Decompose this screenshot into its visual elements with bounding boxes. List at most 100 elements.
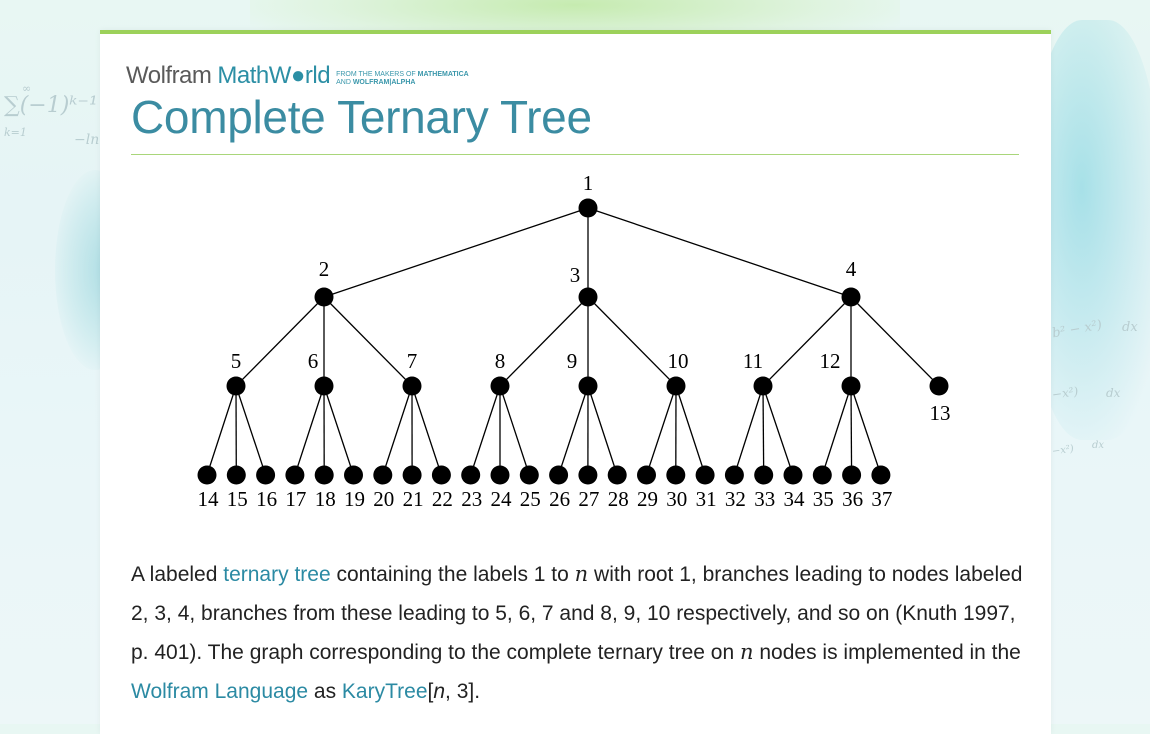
tree-node-21 [403,466,422,485]
tree-node-label-15: 15 [227,487,248,511]
link-wolfram-language[interactable]: Wolfram Language [131,680,308,703]
tree-node-37 [871,466,890,485]
tree-node-label-23: 23 [461,487,482,511]
tree-node-17 [285,466,304,485]
tree-node-19 [344,466,363,485]
link-ternary-tree[interactable]: ternary tree [223,563,330,586]
tree-node-2 [315,288,334,307]
background-formula-right-2: dx [1122,320,1138,335]
background-formula-right-4: dx [1106,386,1120,400]
tree-edge-4-13 [851,297,939,386]
tree-edge-8-23 [471,386,500,475]
link-karytree[interactable]: KaryTree [342,680,428,703]
tree-edge-11-34 [763,386,793,475]
tree-edge-5-14 [207,386,236,475]
tree-edge-6-19 [324,386,354,475]
tree-node-label-37: 37 [871,487,892,511]
tree-edge-8-25 [500,386,529,475]
tree-node-label-27: 27 [578,487,599,511]
tree-edge-7-22 [412,386,441,475]
variable-n: n [575,562,589,586]
tree-node-13 [930,377,949,396]
tree-node-8 [491,377,510,396]
tree-node-label-30: 30 [666,487,687,511]
tree-node-label-24: 24 [491,487,513,511]
tree-node-3 [579,288,598,307]
tree-node-label-26: 26 [549,487,570,511]
tree-node-27 [578,466,597,485]
tree-node-label-19: 19 [344,487,365,511]
tree-edge-11-32 [734,386,763,475]
tree-node-11 [754,377,773,396]
tree-node-32 [725,466,744,485]
tree-node-7 [403,377,422,396]
tree-node-15 [227,466,246,485]
tree-edge-11-33 [763,386,764,475]
tree-node-29 [637,466,656,485]
tree-node-label-5: 5 [231,349,242,373]
tree-node-label-9: 9 [567,349,578,373]
tree-edge-6-17 [295,386,324,475]
tree-node-26 [549,466,568,485]
tree-node-label-33: 33 [754,487,775,511]
tree-node-35 [813,466,832,485]
description-paragraph: A labeled ternary tree containing the la… [131,555,1031,711]
tree-edge-12-37 [851,386,881,475]
tree-node-label-11: 11 [743,349,763,373]
tree-node-label-10: 10 [668,349,689,373]
tree-edge-12-35 [822,386,851,475]
tree-node-22 [432,466,451,485]
tree-node-label-31: 31 [696,487,717,511]
tree-edge-1-2 [324,208,588,297]
tree-node-label-32: 32 [725,487,746,511]
variable-n: n [740,640,754,664]
tree-node-label-8: 8 [495,349,506,373]
tree-node-14 [198,466,217,485]
tree-node-label-2: 2 [319,257,330,281]
background-formula-right-5: −x²) [1051,444,1074,458]
tree-node-34 [784,466,803,485]
tree-node-16 [256,466,275,485]
tree-node-30 [666,466,685,485]
tree-edge-1-4 [588,208,851,297]
tree-node-18 [315,466,334,485]
tree-node-label-34: 34 [784,487,806,511]
tree-node-12 [842,377,861,396]
tree-node-10 [667,377,686,396]
tree-node-31 [696,466,715,485]
tree-node-label-13: 13 [930,401,951,425]
tree-node-label-17: 17 [285,487,306,511]
tree-node-5 [227,377,246,396]
tree-node-label-1: 1 [583,171,594,195]
tree-node-23 [461,466,480,485]
tree-node-label-29: 29 [637,487,658,511]
tree-node-label-20: 20 [373,487,394,511]
tree-node-label-14: 14 [198,487,220,511]
tree-edge-10-29 [647,386,677,475]
tree-node-label-6: 6 [308,349,319,373]
tree-node-33 [754,466,773,485]
tree-node-label-21: 21 [403,487,424,511]
tree-edge-7-20 [383,386,412,475]
background-formula-sum: ∑(−1)ᵏ⁻¹ [4,93,98,118]
tree-edge-9-28 [588,386,617,475]
tree-edge-9-26 [559,386,588,475]
variable-n: n [433,680,445,703]
tree-node-36 [842,466,861,485]
tree-node-label-36: 36 [842,487,863,511]
background-formula-ln: −ln [74,132,99,148]
background-formula-right-6: dx [1092,440,1104,451]
tree-node-label-18: 18 [315,487,336,511]
tree-node-24 [491,466,510,485]
tree-node-label-7: 7 [407,349,418,373]
tree-edge-2-7 [324,297,412,386]
tree-edge-5-16 [236,386,266,475]
tree-node-20 [373,466,392,485]
tree-edge-3-10 [588,297,676,386]
tree-node-label-25: 25 [520,487,541,511]
tree-node-label-22: 22 [432,487,453,511]
content-panel: Wolfram MathW●rld FROM THE MAKERS OF MAT… [100,30,1051,734]
tree-node-label-4: 4 [846,257,857,281]
tree-node-label-28: 28 [608,487,629,511]
